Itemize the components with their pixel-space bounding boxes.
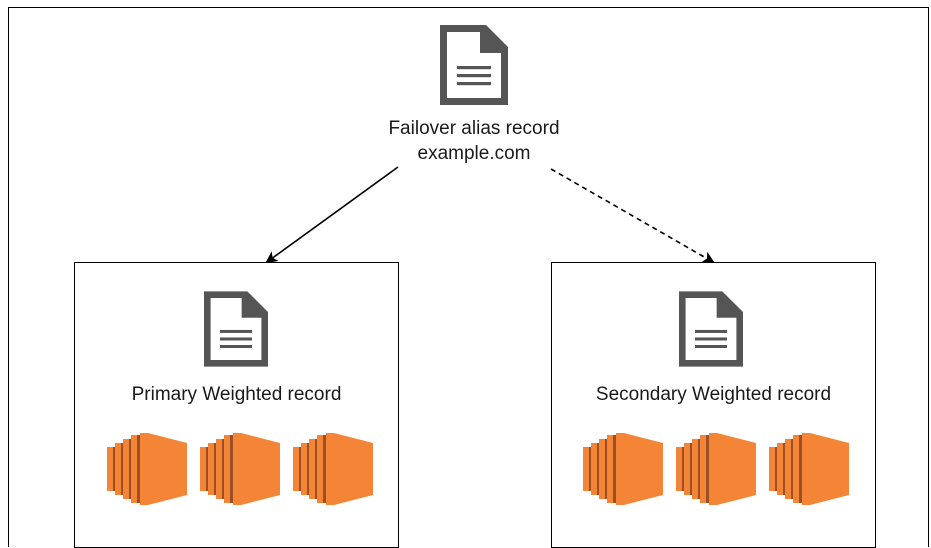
ec2-instance-icon bbox=[293, 433, 373, 505]
primary-arrow bbox=[265, 166, 399, 264]
document-icon bbox=[679, 291, 743, 367]
secondary-label: Secondary Weighted record bbox=[595, 384, 832, 405]
secondary-arrow bbox=[550, 168, 715, 263]
root-label-line2: example.com bbox=[417, 143, 531, 164]
root-label: Failover alias record example.com bbox=[344, 116, 604, 166]
ec2-instance-icon bbox=[769, 433, 849, 505]
document-icon bbox=[440, 25, 508, 105]
primary-label: Primary Weighted record bbox=[131, 384, 342, 405]
ec2-instance-icon bbox=[107, 433, 187, 505]
diagram-frame bbox=[8, 7, 929, 547]
ec2-instance-icon bbox=[200, 433, 280, 505]
ec2-instance-icon bbox=[676, 433, 756, 505]
ec2-instance-icon bbox=[583, 433, 663, 505]
root-label-line1: Failover alias record bbox=[388, 118, 560, 139]
document-icon bbox=[204, 291, 268, 367]
